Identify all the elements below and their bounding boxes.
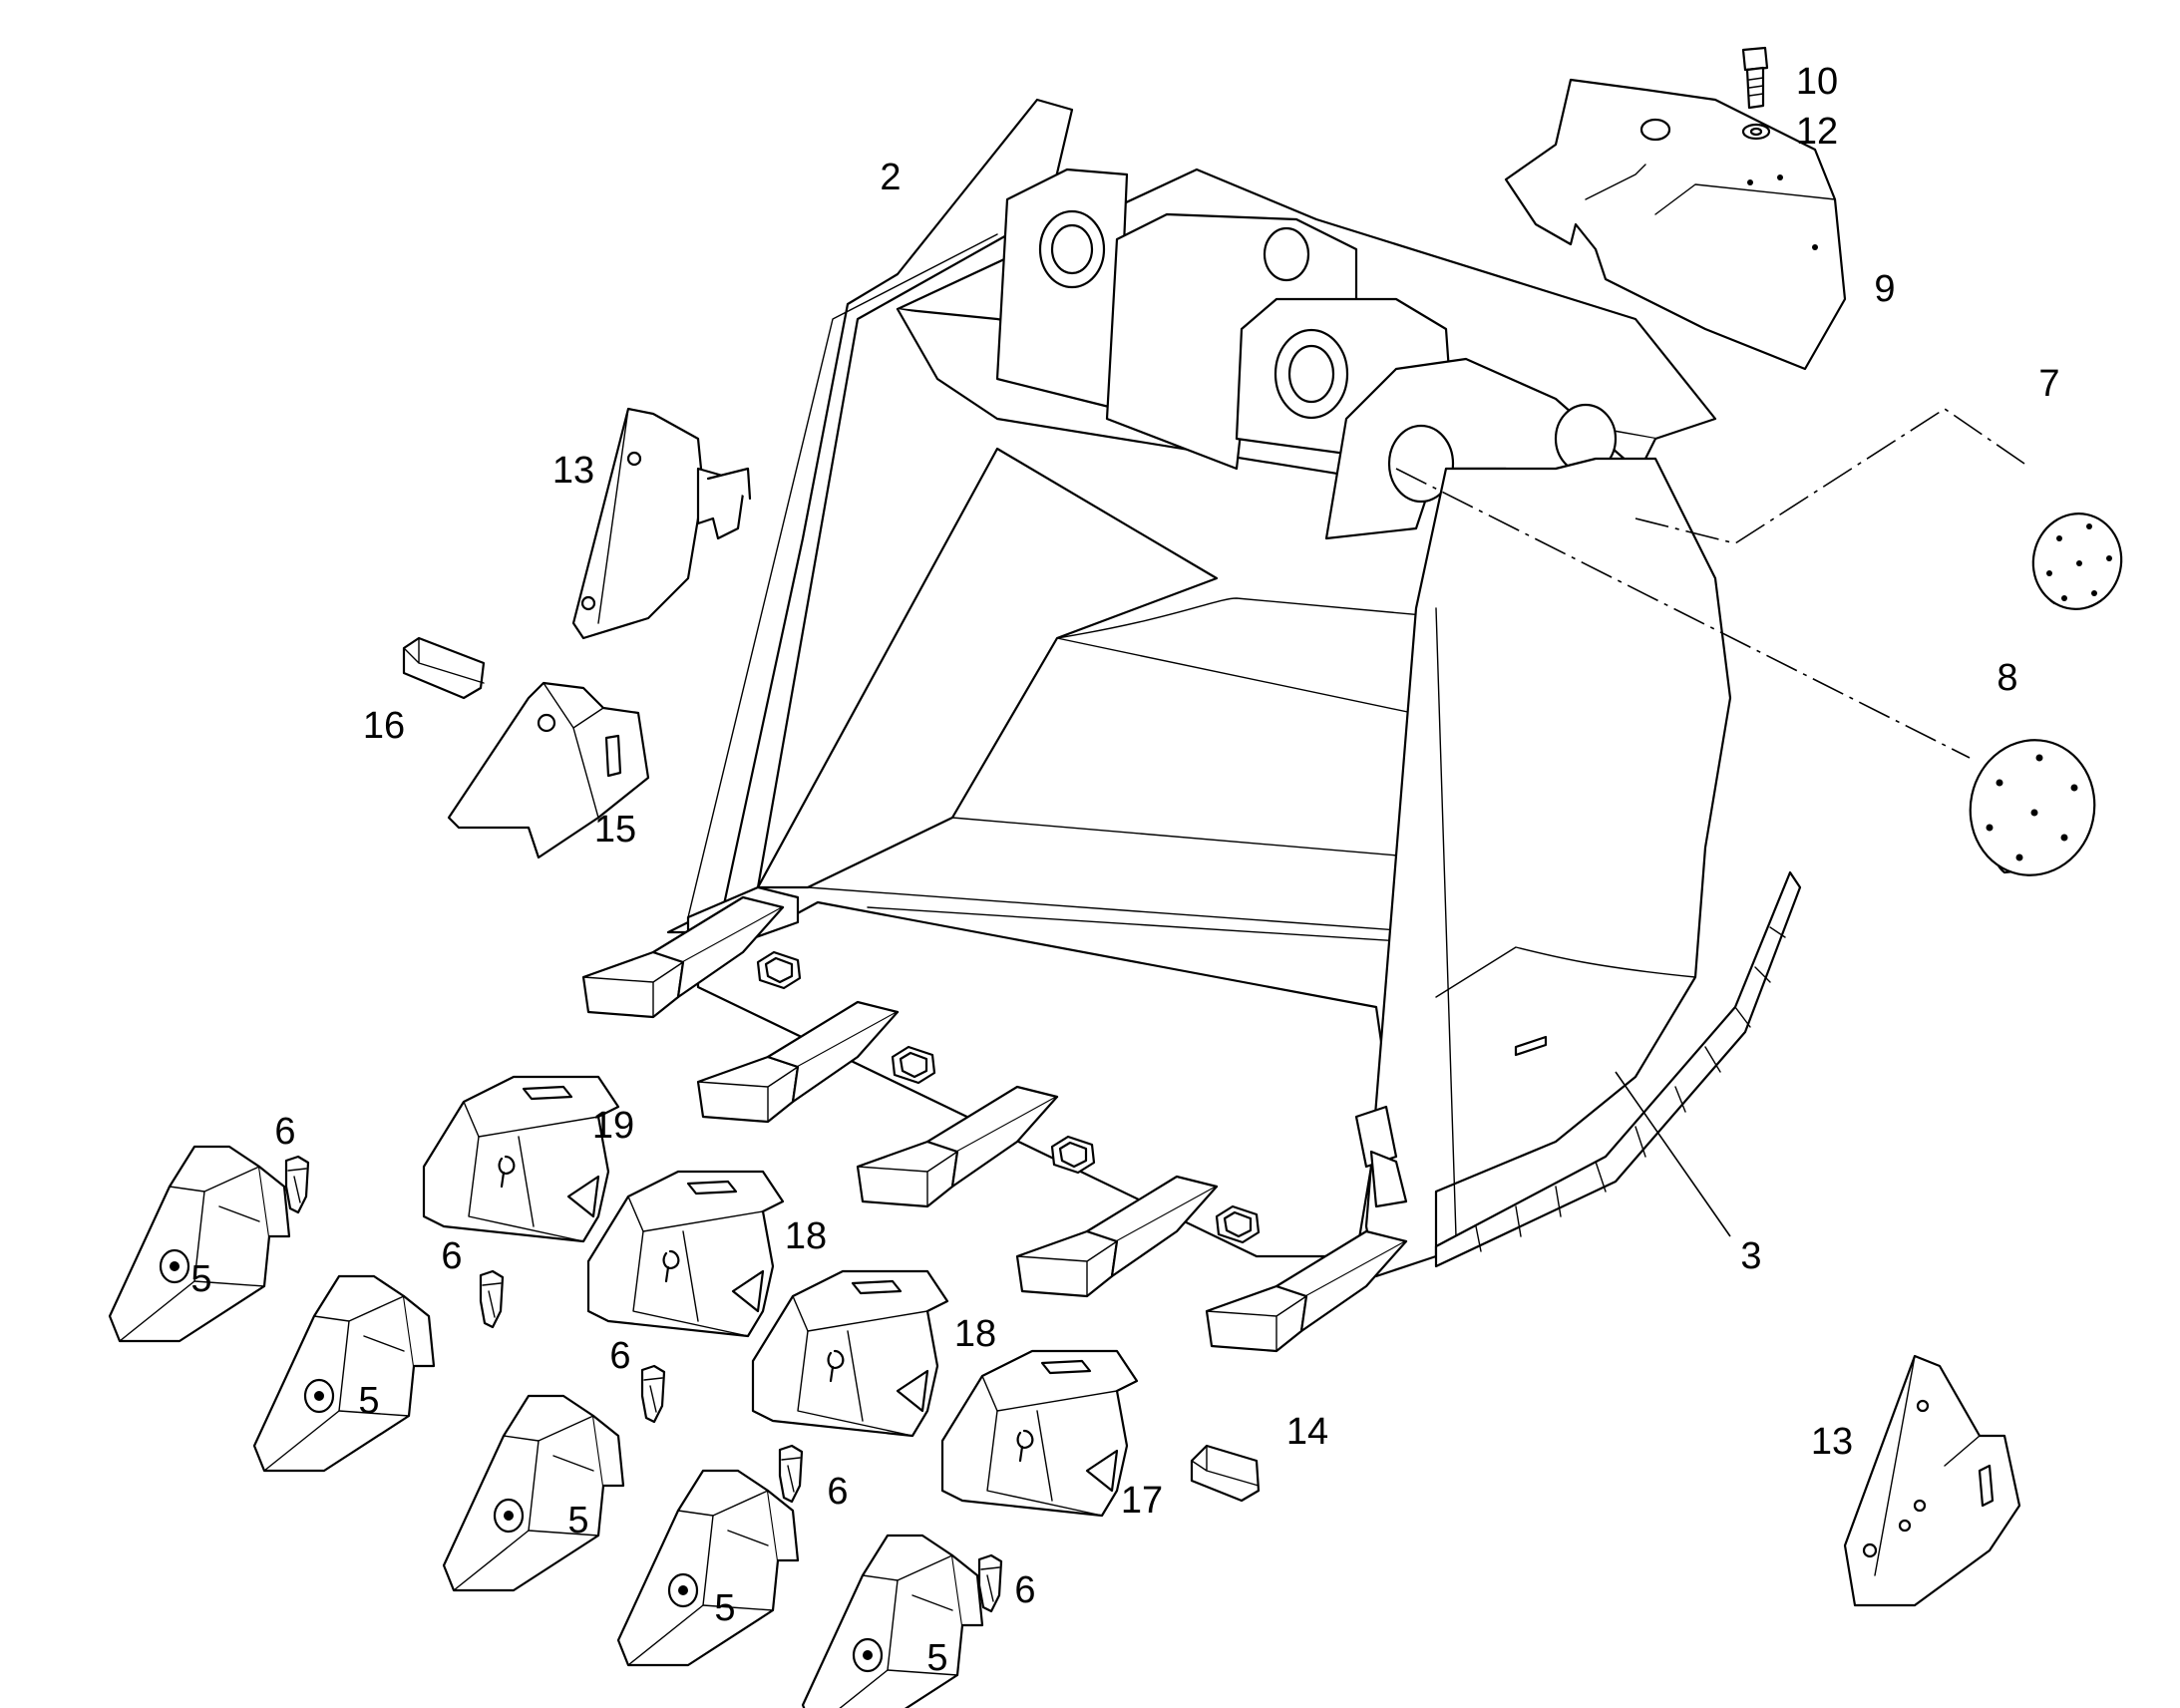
item-13-upper [573, 409, 750, 638]
callout-2: 2 [880, 157, 902, 198]
item-19-shroud [422, 1075, 620, 1243]
callout-6c: 6 [609, 1335, 631, 1377]
callout-9: 9 [1874, 268, 1896, 310]
callout-17: 17 [1120, 1480, 1164, 1522]
side-block [1356, 1107, 1396, 1167]
callout-18b: 18 [953, 1313, 997, 1355]
item-17-shroud [940, 1349, 1139, 1518]
bucket-body [668, 100, 1800, 1276]
callout-5b: 5 [358, 1380, 380, 1422]
item-7-plate [2024, 506, 2130, 617]
callout-6d: 6 [827, 1471, 849, 1513]
callout-10: 10 [1795, 61, 1839, 103]
item-15-adapter [449, 683, 648, 857]
callout-6b: 6 [441, 1235, 463, 1277]
item-13-lower [1845, 1356, 2019, 1605]
item-10-bolt [1743, 48, 1767, 108]
callout-5e: 5 [926, 1637, 948, 1679]
item-18-shroud-a [586, 1170, 785, 1338]
callout-6e: 6 [1014, 1569, 1036, 1611]
centerline-7 [1635, 409, 2024, 543]
item-5-tooth-c [442, 1394, 625, 1592]
item-6-pin-c [640, 1364, 666, 1424]
callout-7: 7 [2038, 363, 2060, 405]
callout-13a: 13 [551, 450, 595, 492]
callout-18a: 18 [784, 1215, 828, 1257]
item-5-tooth-b [252, 1274, 436, 1473]
callout-15: 15 [593, 809, 637, 851]
callout-5d: 5 [714, 1587, 736, 1629]
item-6-pin-b [479, 1269, 505, 1329]
callout-3: 3 [1740, 1235, 1762, 1277]
item-12-washer [1743, 125, 1769, 139]
callout-14: 14 [1285, 1411, 1329, 1453]
item-14-block [1192, 1446, 1259, 1501]
callout-8: 8 [1997, 657, 2018, 699]
callout-13b: 13 [1810, 1421, 1854, 1463]
item-6-pin-a [284, 1155, 310, 1214]
callout-5a: 5 [190, 1258, 212, 1300]
callout-6a: 6 [274, 1111, 296, 1153]
item-8-plate [1958, 729, 2107, 887]
item-5-tooth-e [801, 1534, 984, 1708]
item-6-pin-e [977, 1553, 1003, 1613]
item-16-pin [404, 638, 484, 698]
item-18-shroud-b [751, 1269, 949, 1438]
item-5-tooth-a [108, 1145, 291, 1343]
lip-adapters [581, 895, 1408, 1353]
callout-16: 16 [362, 705, 406, 747]
item-5-tooth-d [616, 1469, 800, 1667]
item-6-pin-d [778, 1444, 804, 1504]
callout-19: 19 [591, 1105, 635, 1147]
item-9-cover [1506, 80, 1845, 369]
centerline-8 [1396, 469, 1970, 758]
callout-5c: 5 [567, 1500, 589, 1541]
callout-12: 12 [1795, 111, 1839, 153]
leader-3 [1616, 1072, 1730, 1236]
